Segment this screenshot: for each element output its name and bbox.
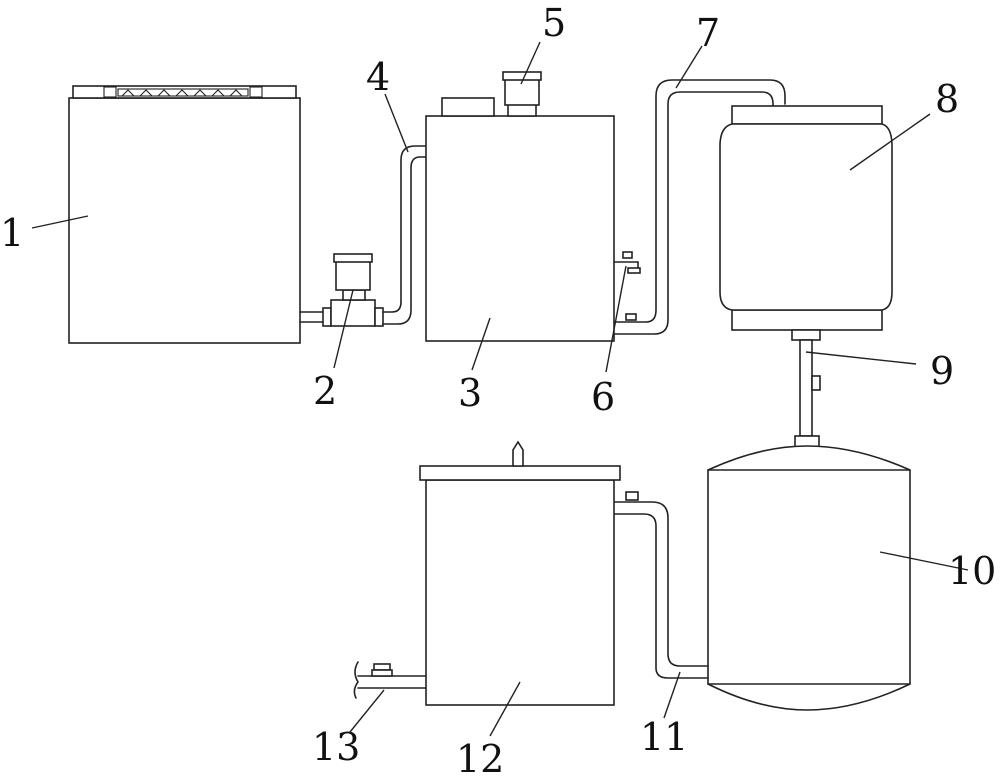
label-3: 3 xyxy=(458,371,482,415)
label-6: 6 xyxy=(591,375,615,419)
valve-6 xyxy=(613,251,641,274)
label-12: 12 xyxy=(456,737,504,780)
label-13: 13 xyxy=(312,725,360,769)
label-7: 7 xyxy=(696,11,720,55)
pipe-7 xyxy=(613,79,786,335)
label-4: 4 xyxy=(366,55,390,99)
feeder-5 xyxy=(502,71,542,117)
pipe-11 xyxy=(613,491,709,679)
label-8: 8 xyxy=(935,77,959,121)
pipe-valve-9 xyxy=(791,329,821,449)
tank-3 xyxy=(425,97,615,342)
label-1: 1 xyxy=(0,211,24,255)
tank-12 xyxy=(419,440,621,706)
label-9: 9 xyxy=(930,349,954,393)
tank-1 xyxy=(68,85,301,344)
label-2: 2 xyxy=(313,369,337,413)
pipe-4 xyxy=(382,145,427,325)
drum-8 xyxy=(719,105,893,331)
label-10: 10 xyxy=(948,549,996,593)
label-5: 5 xyxy=(542,1,566,45)
vessel-10 xyxy=(707,445,911,711)
leader-lines xyxy=(31,41,969,737)
outlet-13 xyxy=(353,661,427,699)
label-11: 11 xyxy=(640,715,688,759)
pump-2 xyxy=(322,253,384,327)
pipe-tank1-to-pump xyxy=(299,311,326,323)
